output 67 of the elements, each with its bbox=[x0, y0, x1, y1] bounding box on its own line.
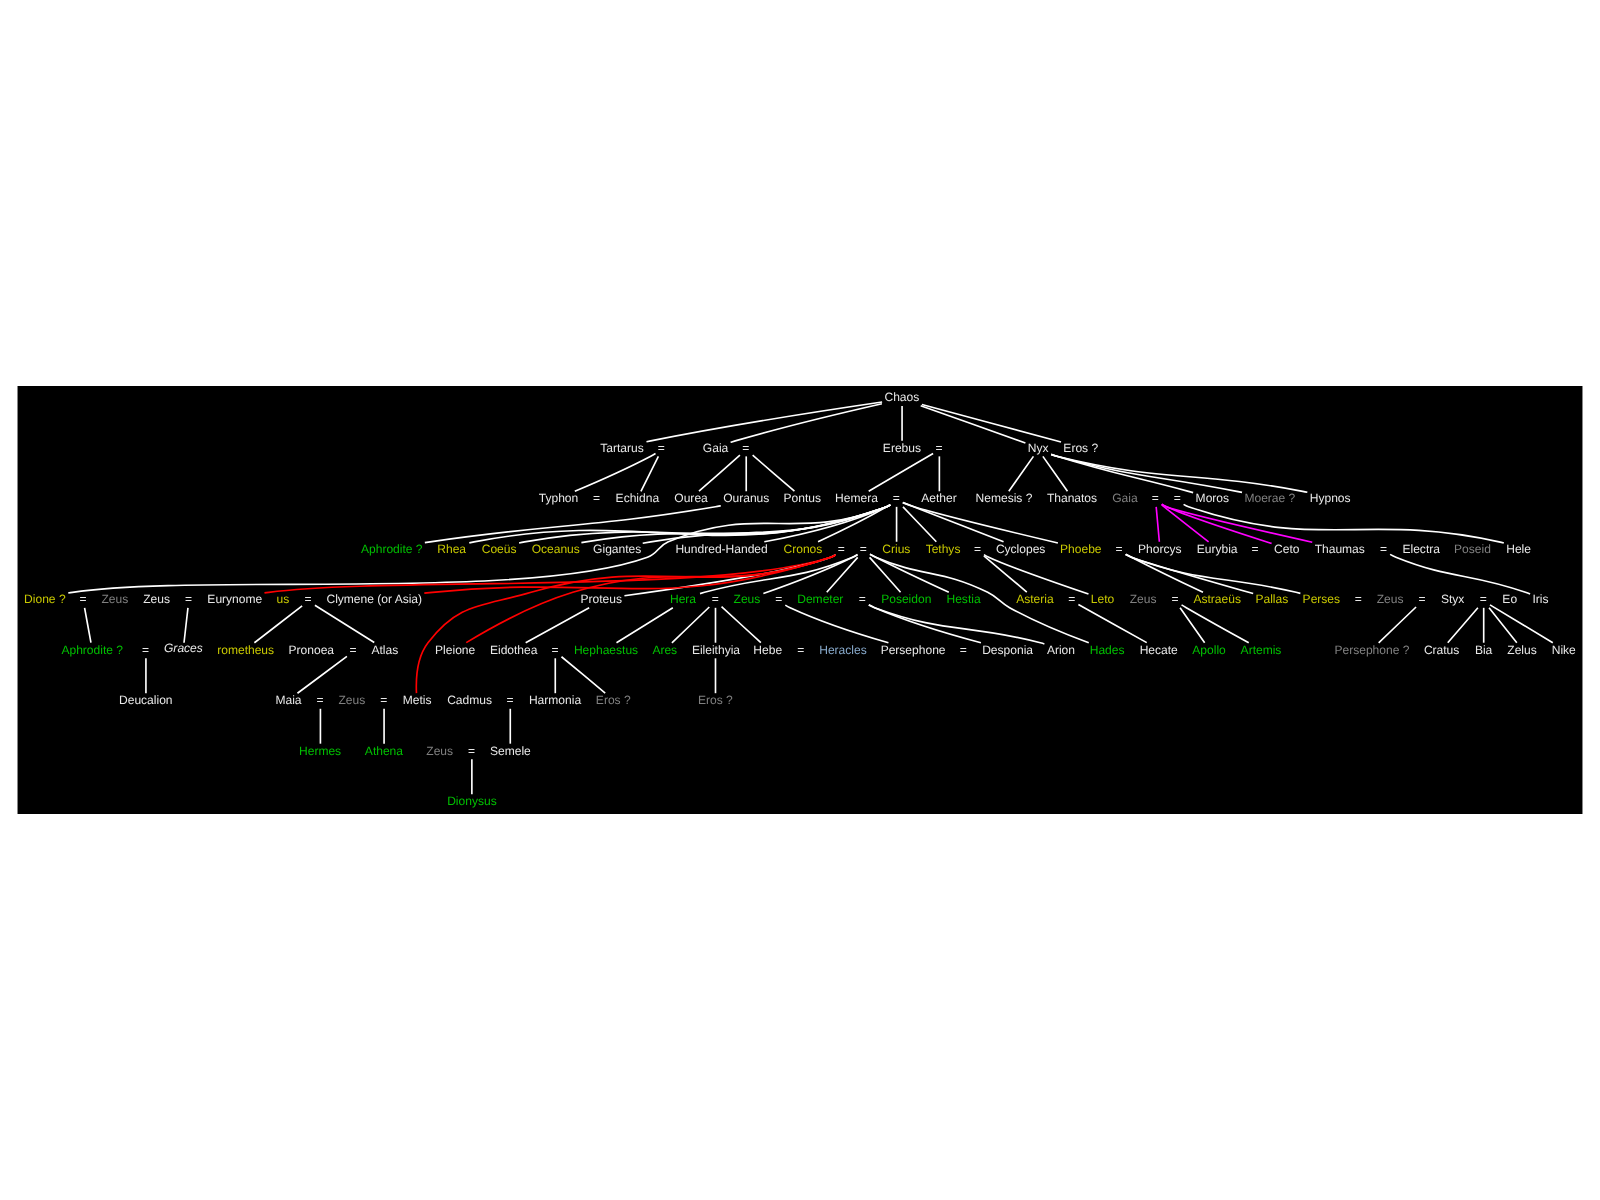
connector bbox=[509, 707, 512, 745]
connector bbox=[1180, 604, 1250, 644]
connector bbox=[1124, 553, 1302, 595]
connector bbox=[901, 501, 1059, 544]
connector bbox=[314, 604, 376, 644]
connector bbox=[645, 401, 883, 443]
connector bbox=[751, 454, 796, 493]
connector bbox=[1124, 553, 1254, 595]
connector bbox=[1077, 603, 1148, 644]
connector bbox=[1160, 503, 1314, 544]
connector bbox=[1179, 607, 1206, 644]
connector bbox=[714, 607, 717, 644]
connector bbox=[253, 605, 303, 644]
connector bbox=[471, 758, 473, 795]
connector bbox=[574, 452, 657, 493]
connector bbox=[902, 501, 1005, 543]
connector bbox=[1042, 455, 1069, 493]
connector bbox=[640, 455, 660, 493]
connector bbox=[817, 503, 891, 543]
connector bbox=[1008, 455, 1035, 493]
connector bbox=[671, 606, 711, 644]
connector bbox=[1050, 453, 1243, 494]
connector bbox=[983, 554, 1028, 593]
connector bbox=[919, 404, 1027, 444]
connector bbox=[921, 403, 1062, 443]
connector bbox=[1488, 607, 1518, 644]
connector bbox=[699, 553, 859, 595]
connector bbox=[714, 657, 717, 695]
connector bbox=[825, 556, 859, 594]
connector bbox=[524, 607, 590, 644]
connector bbox=[867, 604, 1046, 645]
connector bbox=[296, 655, 348, 695]
connector bbox=[983, 553, 1090, 595]
connector bbox=[784, 604, 890, 644]
connector bbox=[745, 455, 748, 493]
connector bbox=[1160, 504, 1210, 543]
connector bbox=[895, 506, 898, 543]
connector bbox=[183, 607, 189, 644]
connector bbox=[1050, 453, 1309, 494]
connector bbox=[1182, 503, 1505, 544]
connector bbox=[560, 655, 607, 694]
connector bbox=[938, 455, 941, 493]
connector bbox=[1489, 604, 1554, 644]
connector bbox=[902, 506, 938, 543]
connector bbox=[1482, 607, 1485, 644]
connector bbox=[867, 452, 934, 492]
connector bbox=[383, 707, 385, 745]
connector bbox=[1446, 607, 1479, 644]
connector bbox=[868, 556, 902, 594]
connector bbox=[67, 504, 892, 594]
connector bbox=[83, 607, 92, 644]
connector bbox=[1389, 553, 1531, 595]
connector bbox=[1377, 606, 1417, 644]
connector bbox=[720, 605, 762, 644]
connector bbox=[615, 607, 674, 644]
connector bbox=[145, 657, 147, 695]
connector bbox=[901, 405, 903, 442]
connector bbox=[1155, 506, 1161, 543]
connector bbox=[869, 553, 950, 594]
connector bbox=[869, 553, 1090, 644]
connector bbox=[554, 657, 557, 695]
connector bbox=[1160, 503, 1273, 545]
connector bbox=[424, 504, 722, 544]
connector bbox=[698, 454, 741, 493]
connector bbox=[729, 402, 883, 444]
connector bbox=[319, 707, 322, 745]
connector bbox=[762, 553, 859, 595]
